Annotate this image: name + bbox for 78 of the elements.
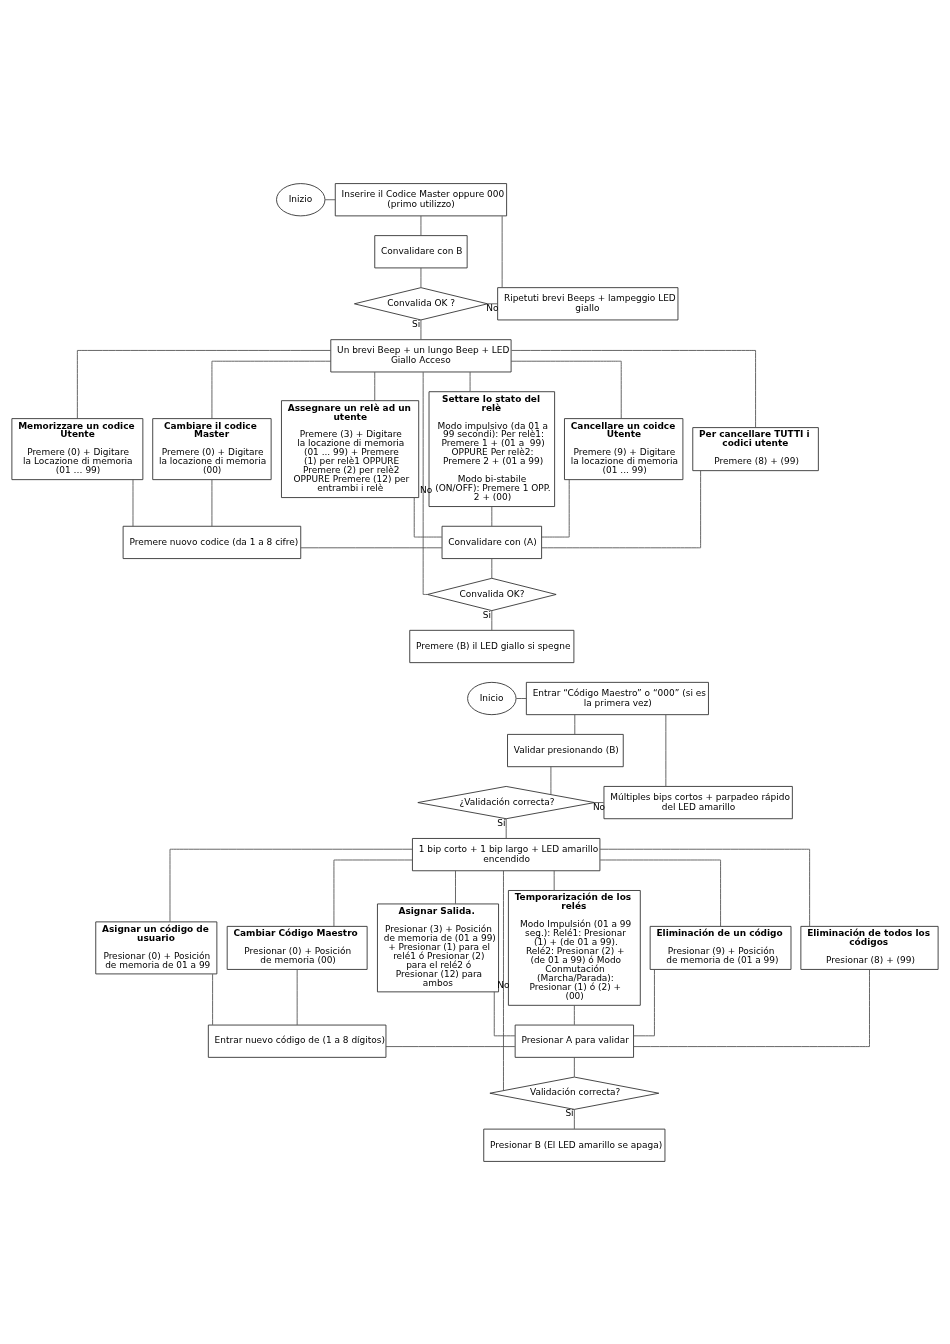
connector — [573, 1108, 575, 1129]
connector — [491, 609, 493, 631]
connector — [511, 349, 756, 428]
connector — [132, 478, 134, 527]
connector — [665, 714, 667, 787]
connector — [374, 371, 376, 401]
connector — [573, 1056, 575, 1077]
node-box: Ripetuti brevi Beeps + lampeggio LED giallo — [497, 286, 679, 320]
connector — [633, 968, 655, 1036]
edge-label: Si — [482, 609, 492, 620]
node-diamond: Validación correcta? — [489, 1076, 660, 1110]
connector — [493, 990, 516, 1036]
edge-label: No — [420, 484, 433, 495]
connector — [413, 496, 443, 537]
connector — [599, 848, 811, 927]
node-box: Eliminación de todos los códigos Presionar (8) + (99) — [800, 925, 939, 970]
connector — [574, 713, 576, 735]
edge-label: Si — [411, 318, 421, 329]
connector — [503, 869, 504, 1091]
connector — [491, 557, 493, 579]
node-box: Inserire il Codice Master oppure 000 (primo utilizzo) — [334, 182, 508, 216]
node-diamond: ¿Validación correcta? — [417, 785, 595, 819]
node-ellipse: Inicio — [467, 681, 517, 715]
connector — [420, 319, 422, 340]
connector — [553, 869, 555, 891]
node-box: Cambiar Código Maestro Presionar (0) + Posición de memoria (00) — [226, 925, 368, 970]
connector — [510, 360, 622, 419]
edge-label: Sí — [565, 1107, 574, 1118]
node-box: Cancellare un coidce Utente Premere (9) + Digitare la locazione di memoria (01 ... 99) — [564, 417, 684, 480]
node-box: Premere nuovo codice (da 1 a 8 cifre) — [122, 525, 302, 559]
node-box: Per cancellare TUTTI i codici utente Premere (8) + (99) — [692, 426, 819, 471]
edge-label: Sí — [497, 817, 506, 828]
node-box: Assegnare un relè ad un utente Premere (3) + Digitare la locazione di memoria (01 ... 99) + Premere (1) per relè1 OPPURE Premere (2) per relè2 OPPURE Premere (12) per entrambi i relè — [281, 399, 420, 498]
connector — [296, 968, 298, 1025]
node-box: Presionar A para validar — [514, 1024, 634, 1058]
connector — [420, 267, 422, 288]
connector — [469, 371, 471, 392]
node-box: Memorizzare un codice Utente Premere (0) + Digitare la Locazione di memoria (01 … 99) — [11, 417, 144, 480]
node-box: Validar presionando (B) — [507, 733, 624, 767]
connector — [633, 968, 870, 1047]
node-box: Entrar “Código Maestro” o “000” (si es la primera vez) — [525, 681, 709, 715]
connector — [491, 505, 493, 526]
node-box: Asignar un código de usuario Presionar (0) + Posición de memoria de 01 a 99 — [95, 920, 218, 974]
connector — [541, 469, 702, 548]
connector — [599, 859, 722, 927]
connector — [76, 349, 332, 419]
node-box: Un brevi Beep + un lungo Beep + LED Giallo Acceso — [330, 338, 512, 372]
connector — [594, 801, 605, 803]
connector — [420, 214, 422, 236]
connector — [573, 1004, 575, 1025]
node-diamond: Convalida OK ? — [353, 286, 488, 320]
node-box: Asignar Salida. Presionar (3) + Posición de memoria de (01 a 99) + Presionar (1) para el relé1 ó Presionar (2) para el relé2 ó Presionar (12) para ambos — [377, 903, 499, 992]
node-diamond: Convalida OK? — [427, 577, 557, 611]
connector — [550, 765, 552, 795]
node-box: Cambiare il codice Master Premere (0) + Digitare la locazione di memoria (00) — [152, 417, 272, 480]
connector — [505, 817, 507, 839]
node-box: Premere (B) il LED giallo si spegne — [409, 629, 575, 663]
connector — [324, 198, 336, 200]
connector — [455, 869, 456, 904]
node-ellipse: Inizio — [276, 182, 326, 216]
node-box: Entrar nuevo código de (1 a 8 dígitos) — [207, 1024, 387, 1058]
connector — [385, 1045, 516, 1047]
connector — [333, 859, 413, 927]
connector — [422, 371, 428, 595]
connector — [212, 973, 214, 1025]
connector — [211, 360, 332, 419]
node-box: Convalidare con B — [374, 234, 468, 268]
node-box: Convalidare con (A) — [441, 525, 543, 559]
node-box: 1 bip corto + 1 bip largo + LED amarillo encendido — [412, 837, 601, 871]
node-box: Eliminación de un código Presionar (9) + Posición de memoria de (01 a 99) — [649, 925, 792, 970]
node-box: Presionar B (El LED amarillo se apaga) — [483, 1128, 666, 1162]
connector — [169, 848, 413, 922]
connector — [300, 546, 443, 548]
edge-label: No — [592, 801, 606, 812]
connector — [541, 478, 570, 537]
connector — [211, 478, 213, 527]
connector — [501, 215, 503, 288]
connector — [515, 697, 527, 699]
